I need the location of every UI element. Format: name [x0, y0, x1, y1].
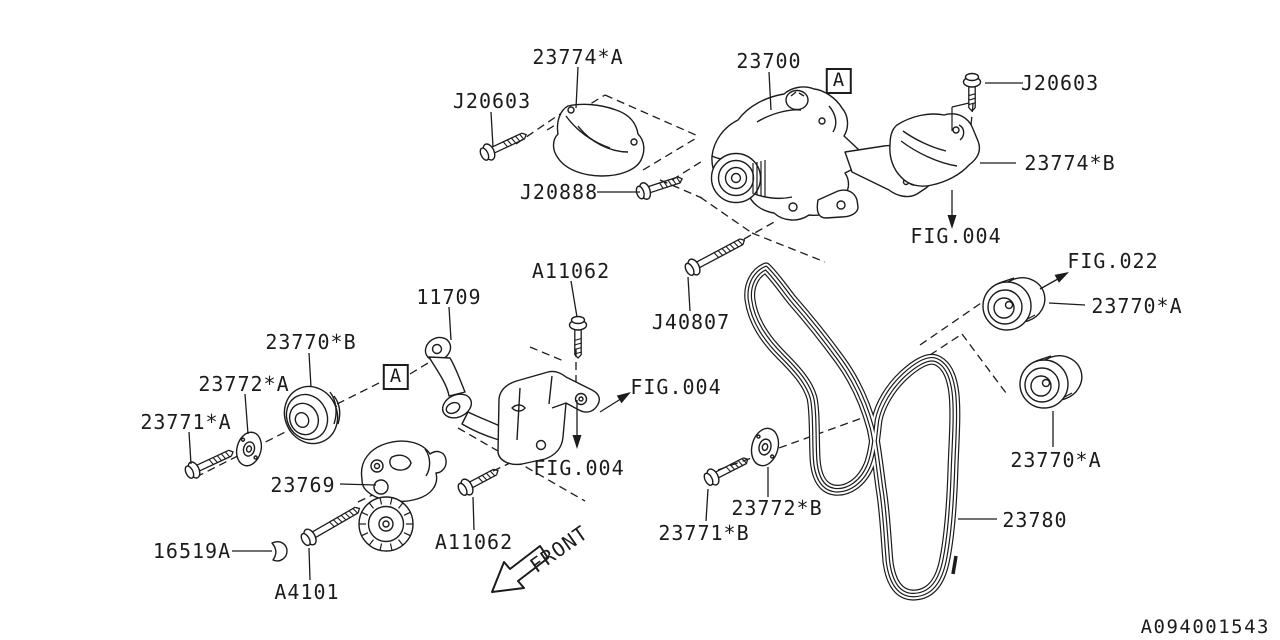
- part-label-idler-a-upper[interactable]: 23770*A: [1091, 294, 1183, 318]
- bolt-drawing: [703, 457, 749, 486]
- part-label-washer-b[interactable]: 23772*B: [731, 496, 823, 520]
- part-label-tensioner[interactable]: 23769: [270, 473, 336, 497]
- part-label-alternator[interactable]: 23700: [736, 49, 802, 73]
- part-label-23771-b[interactable]: 23771*B: [658, 521, 750, 545]
- bolt-drawing: [479, 132, 527, 161]
- part-label-washer-a[interactable]: 23772*A: [198, 372, 290, 396]
- bolt-drawing: [457, 468, 499, 497]
- part-label-cover-b[interactable]: 23774*B: [1024, 151, 1116, 175]
- bolt-drawing: [184, 449, 234, 479]
- fig-ref-004-low[interactable]: FIG.004: [533, 456, 625, 480]
- part-label-a4101[interactable]: A4101: [274, 580, 340, 604]
- fig-ref-022[interactable]: FIG.022: [1067, 249, 1159, 273]
- part-label-bracket[interactable]: 11709: [416, 285, 482, 309]
- ref-marker-a-left: A: [382, 364, 410, 390]
- ref-marker-a-right: A: [825, 68, 853, 94]
- fig-ref-004-mid[interactable]: FIG.004: [630, 375, 722, 399]
- part-label-j40807[interactable]: J40807: [651, 310, 731, 334]
- bolt-drawing: [300, 506, 361, 547]
- part-label-cover-a[interactable]: 23774*A: [532, 45, 624, 69]
- part-label-j20603-right[interactable]: J20603: [1020, 71, 1100, 95]
- fig-ref-004-top[interactable]: FIG.004: [910, 224, 1002, 248]
- bolt-drawing: [635, 176, 683, 200]
- bolt-drawing: [684, 238, 746, 277]
- part-label-j20888[interactable]: J20888: [519, 180, 599, 204]
- bolt-drawing: [962, 72, 982, 112]
- part-label-idler-a-lower[interactable]: 23770*A: [1010, 448, 1102, 472]
- part-label-clip[interactable]: 16519A: [152, 539, 232, 563]
- bolt-drawing: [568, 315, 588, 359]
- part-label-idler-b[interactable]: 23770*B: [265, 330, 357, 354]
- part-label-a11062-top[interactable]: A11062: [531, 259, 611, 283]
- part-label-j20603-left[interactable]: J20603: [452, 89, 532, 113]
- part-label-23771-a[interactable]: 23771*A: [140, 410, 232, 434]
- drawing-number: A094001543: [1140, 616, 1270, 638]
- part-label-belt[interactable]: 23780: [1002, 508, 1068, 532]
- part-label-a11062-bottom[interactable]: A11062: [434, 530, 514, 554]
